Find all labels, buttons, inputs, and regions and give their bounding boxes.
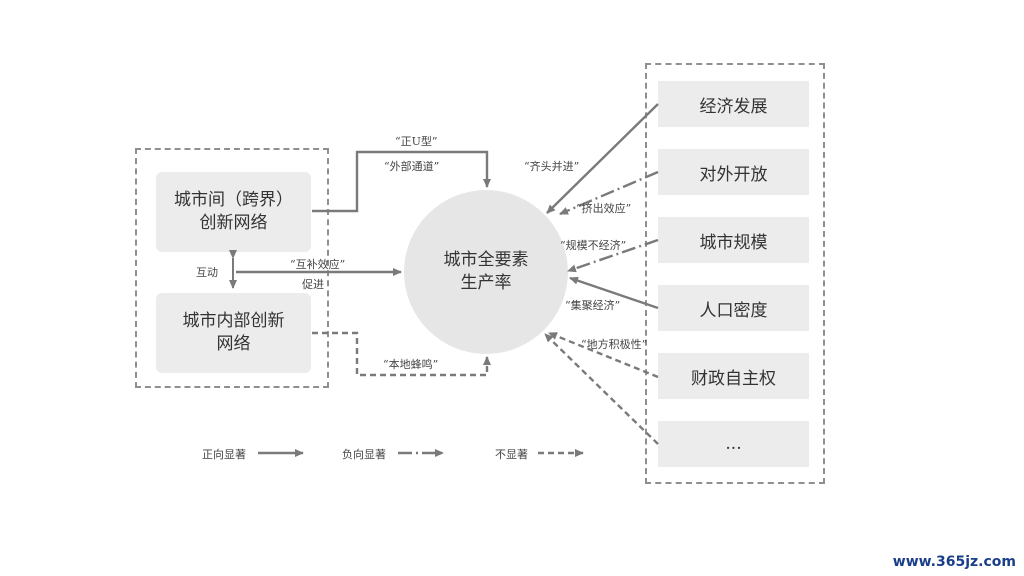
factor-city-size: 城市规模	[658, 217, 809, 263]
center-line2: 生产率	[460, 273, 512, 293]
label-local-initiative: “地方积极性”	[581, 338, 648, 351]
edge-population-density	[569, 276, 659, 310]
watermark: www.365jz.com	[892, 554, 1016, 570]
label-local-buzz: “本地蜂鸣”	[383, 358, 439, 371]
inter-city-network-box: 城市间（跨界） 创新网络	[156, 172, 311, 252]
label-complement: “互补效应”	[290, 258, 346, 271]
edge-economic-development	[546, 103, 659, 214]
factor-more: ...	[658, 421, 809, 467]
factor-economic-development: 经济发展	[658, 81, 809, 127]
intra-city-network-box: 城市内部创新 网络	[156, 293, 311, 373]
factor-population-density: 人口密度	[658, 285, 809, 331]
factor-opening-up: 对外开放	[658, 149, 809, 195]
label-promote: 促进	[302, 278, 324, 291]
label-u-shape: “正U型”	[395, 135, 438, 148]
center-line1: 城市全要素	[443, 250, 529, 270]
label-crowding-out: “挤出效应”	[576, 202, 632, 215]
right-group-container	[645, 63, 825, 484]
factor-fiscal-autonomy: 财政自主权	[658, 353, 809, 399]
legend-insignificant-label: 不显著	[495, 448, 528, 461]
label-agglomeration: “集聚经济”	[565, 299, 621, 312]
edge-intra-city	[312, 331, 491, 377]
left-group-container	[135, 148, 329, 388]
interaction-label: 互动	[196, 266, 218, 279]
label-diseconomy-of-scale: “规模不经济”	[560, 239, 627, 252]
edge-inter-city	[312, 150, 491, 213]
label-external-channel: “外部通道”	[384, 160, 440, 173]
city-tfp-node: 城市全要素 生产率	[404, 190, 568, 354]
edge-city-size	[567, 238, 659, 273]
label-go-hand-in-hand: “齐头并进”	[524, 160, 580, 173]
edge-opening-up	[559, 170, 659, 216]
edge-more	[544, 333, 659, 445]
legend-positive-label: 正向显著	[202, 448, 246, 461]
legend-negative-label: 负向显著	[342, 448, 386, 461]
